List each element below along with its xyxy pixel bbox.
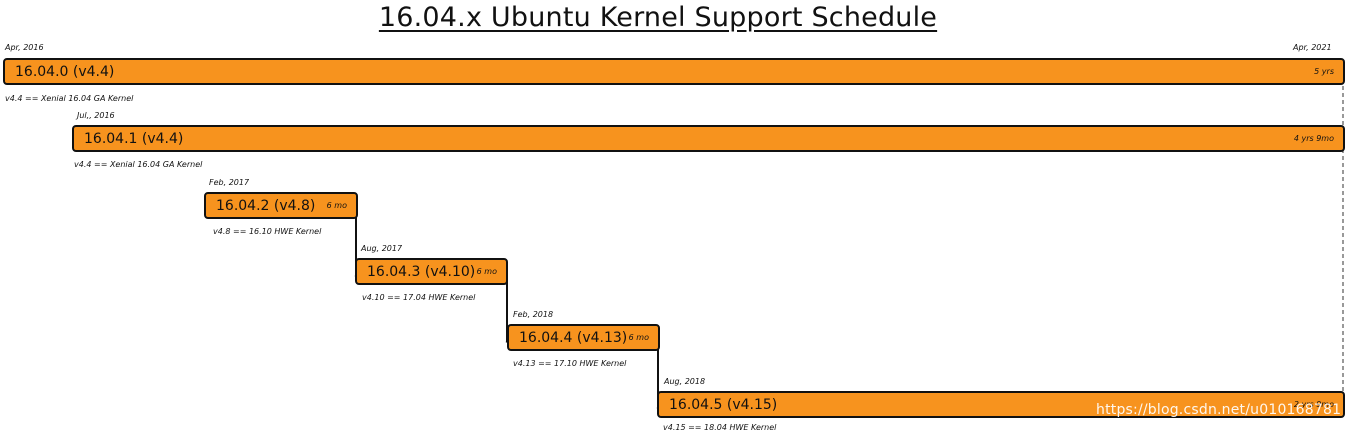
duration-label: 4 yrs 9mo [1293,134,1334,143]
duration-label: 5 yrs [1314,67,1334,76]
release-label: 16.04.3 (v4.10) [367,263,476,280]
release-bar: 16.04.0 (v4.4) 5 yrs [3,58,1345,85]
watermark-text: https://blog.csdn.net/u010168781 [1096,402,1342,418]
start-date: Aug, 2017 [361,244,403,253]
kernel-note: v4.8 == 16.10 HWE Kernel [213,227,322,236]
duration-label: 6 mo [326,201,347,210]
start-date: Apr, 2016 [5,43,44,52]
release-label: 16.04.5 (v4.15) [669,396,778,413]
start-date: Jul,, 2016 [77,111,115,120]
start-date: Feb, 2018 [513,310,554,319]
release-label: 16.04.4 (v4.13) [519,329,628,346]
kernel-note: v4.4 == Xenial 16.04 GA Kernel [74,160,203,169]
duration-label: 6 mo [628,333,649,342]
start-date: Feb, 2017 [209,178,250,187]
release-bar: 16.04.3 (v4.10) 6 mo [355,258,508,285]
page-title: 16.04.x Ubuntu Kernel Support Schedule [378,2,938,33]
release-bar: 16.04.1 (v4.4) 4 yrs 9mo [72,125,1345,152]
kernel-note: v4.15 == 18.04 HWE Kernel [663,423,777,432]
kernel-note: v4.4 == Xenial 16.04 GA Kernel [5,94,134,103]
release-label: 16.04.1 (v4.4) [84,130,184,147]
duration-label: 6 mo [476,267,497,276]
release-label: 16.04.0 (v4.4) [15,63,115,80]
release-label: 16.04.2 (v4.8) [216,197,316,214]
duration-label: 2 yrs 9mo [1293,400,1334,409]
kernel-note: v4.10 == 17.04 HWE Kernel [362,293,476,302]
release-bar: 16.04.5 (v4.15) 2 yrs 9mo [657,391,1345,418]
release-bar: 16.04.4 (v4.13) 6 mo [507,324,660,351]
start-date: Aug, 2018 [664,377,706,386]
end-date: Apr, 2021 [1293,43,1332,52]
release-bar: 16.04.2 (v4.8) 6 mo [204,192,358,219]
kernel-note: v4.13 == 17.10 HWE Kernel [513,359,627,368]
